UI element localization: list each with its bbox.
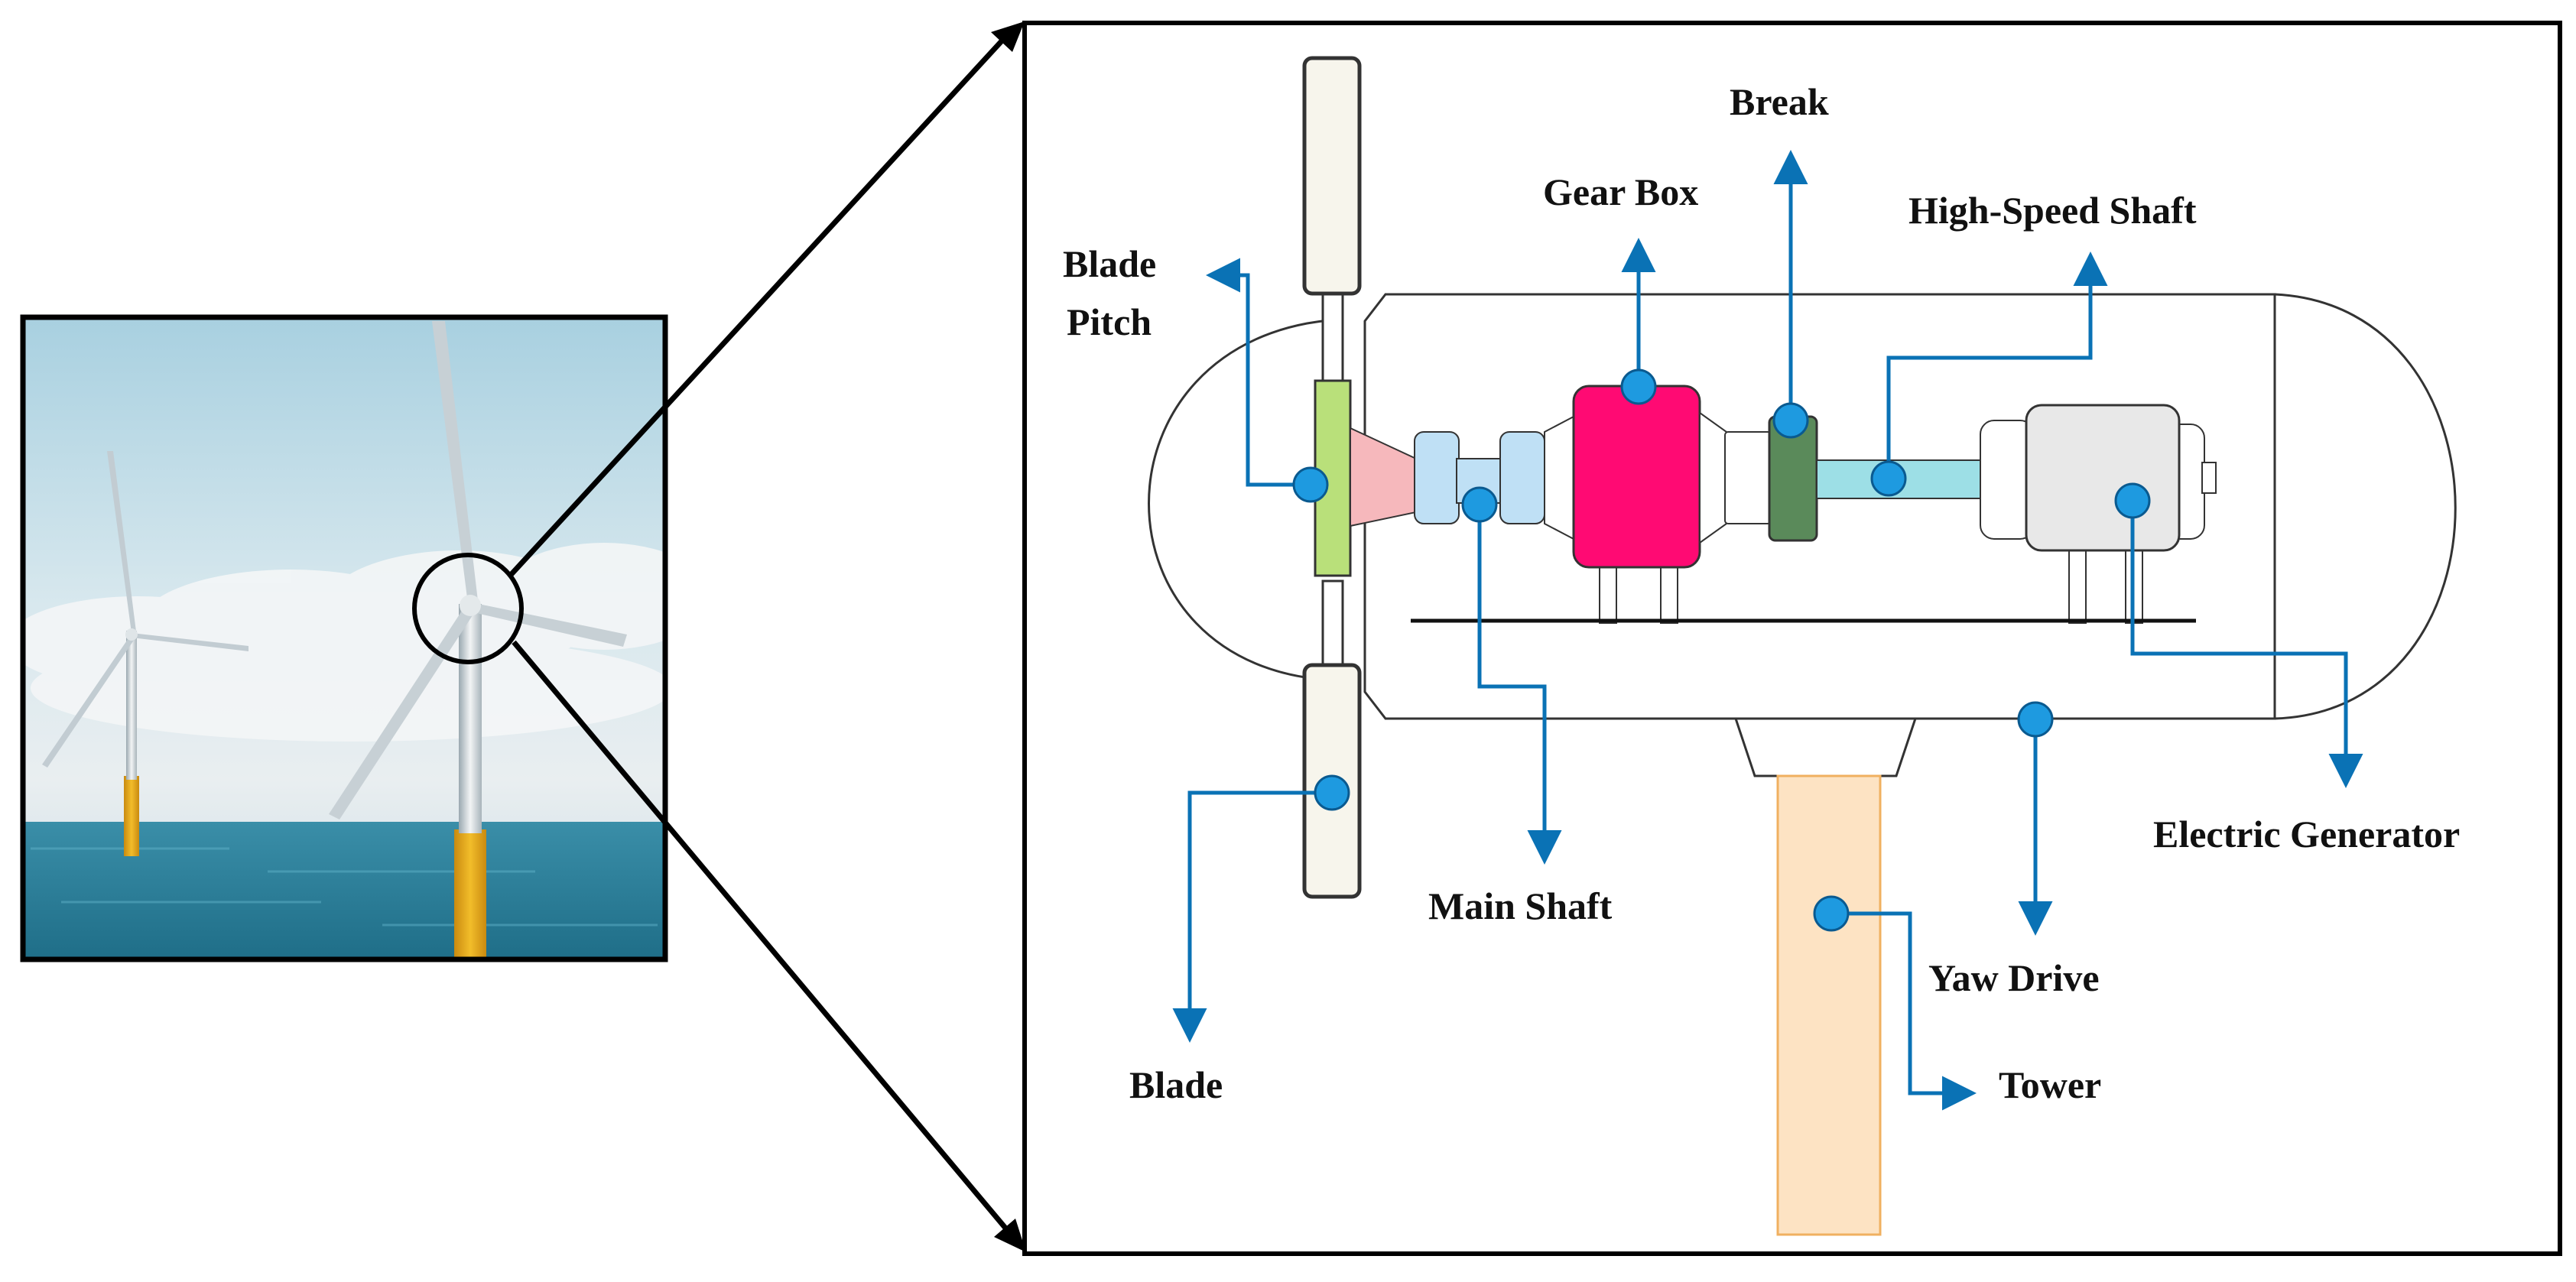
leader-electric-generator [2130,501,2363,788]
generator-shaft-end [2201,462,2217,494]
markers [1292,368,2151,932]
leader-high-speed-shaft [1886,252,2108,480]
gearbox-output-flange [1699,411,1727,544]
marker-main-shaft [1461,486,1498,523]
gearbox-input-flange [1544,415,1574,540]
main-shaft-coupling-left [1414,431,1460,524]
nacelle-tail [2274,293,2457,720]
electric-generator [2025,404,2181,552]
near-turbine [329,321,627,959]
label-break: Break [1730,80,1829,123]
label-high-speed-shaft: High-Speed Shaft [1908,189,2197,232]
marker-blade-pitch [1292,466,1329,503]
marker-blade [1314,774,1350,811]
leader-blade [1172,790,1332,1043]
marker-yaw-drive [2017,701,2054,738]
leader-lines [1172,150,2363,1111]
marker-electric-generator [2114,482,2151,519]
gearbox-output-shaft [1724,431,1772,524]
leader-tower [1831,911,1977,1111]
rotor-shaft-upper [1321,293,1344,384]
tower [1776,774,1882,1236]
zoom-line-bottom [512,640,1010,1233]
marker-gear-box [1620,368,1657,405]
rotor-shaft-lower [1321,579,1344,667]
far-turbine [42,451,249,856]
zoom-circle-icon [412,553,524,664]
marker-high-speed-shaft [1870,460,1907,497]
label-main-shaft: Main Shaft [1428,884,1613,927]
photo-frame [20,314,668,962]
marker-break [1772,402,1809,439]
label-electric-generator: Electric Generator [2153,813,2460,855]
label-blade: Blade [1129,1063,1223,1106]
hub-nose [1148,318,1339,682]
gearbox-leg-left [1599,561,1617,624]
gearbox-leg-right [1660,561,1678,624]
marker-tower [1813,895,1850,932]
zoom-line-top [508,32,1010,577]
label-tower: Tower [1999,1063,2101,1106]
leader-main-shaft [1477,505,1562,865]
label-gear-box: Gear Box [1543,170,1698,213]
gear-box [1572,385,1701,569]
label-blade-pitch-2: Pitch [1067,300,1152,343]
label-blade-pitch-1: Blade [1063,242,1156,285]
label-yaw-drive: Yaw Drive [1928,956,2100,999]
leader-blade-pitch [1206,258,1311,487]
offshore-wind-turbines-photo [23,317,665,959]
yaw-bearing [1733,717,1918,777]
main-shaft-coupling-right [1499,431,1545,524]
blade-upper [1302,56,1362,296]
